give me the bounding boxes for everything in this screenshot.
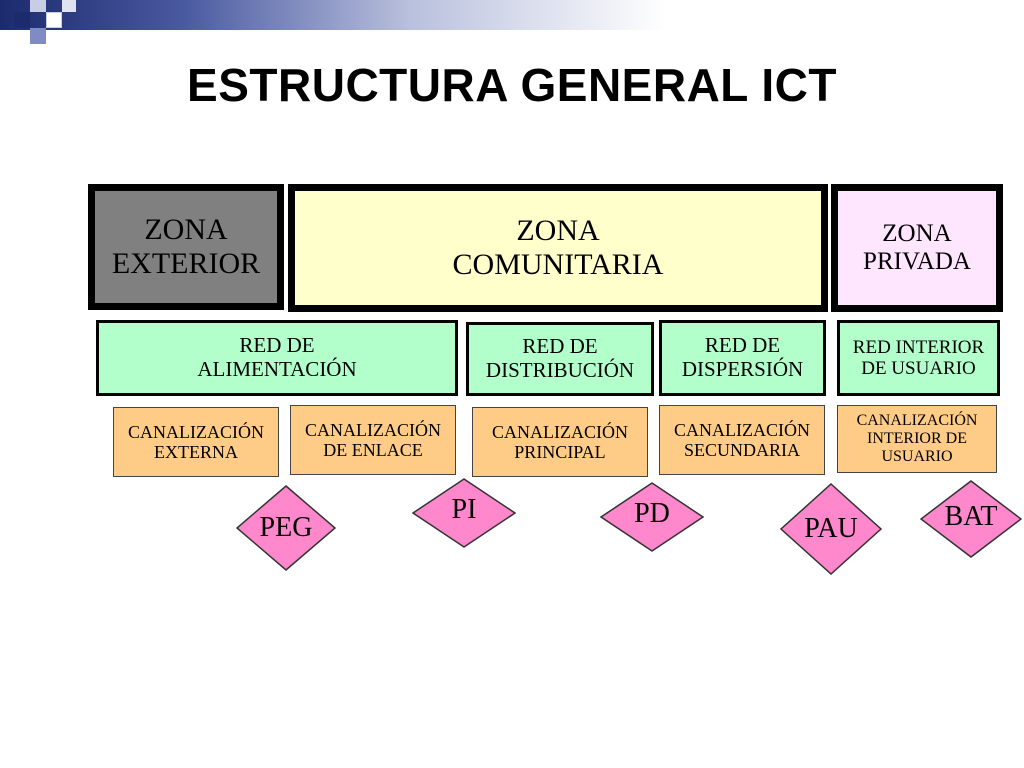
diamond-shape xyxy=(780,483,882,575)
zona-privada-line2: PRIVADA xyxy=(863,248,971,275)
zona-comunitaria-line1: ZONA xyxy=(516,214,600,248)
red-alimentacion-line2: ALIMENTACIÓN xyxy=(197,357,357,381)
zona-exterior-line2: EXTERIOR xyxy=(111,247,261,280)
punto-pi-diamond: PI xyxy=(412,478,516,548)
punto-pau-diamond: PAU xyxy=(780,483,882,575)
decorative-square xyxy=(46,12,62,28)
red-interior-line1: RED INTERIOR xyxy=(852,336,985,358)
punto-bat-label: BAT xyxy=(944,501,998,532)
red-dispersion-box: RED DE DISPERSIÓN xyxy=(659,320,826,396)
punto-pau-label: PAU xyxy=(804,513,858,544)
canalizacion-secundaria-box: CANALIZACIÓN SECUNDARIA xyxy=(659,405,825,475)
canalizacion-interior-line3: USUARIO xyxy=(881,447,953,465)
canalizacion-interior-line1: CANALIZACIÓN xyxy=(856,412,978,430)
red-distribucion-box: RED DE DISTRIBUCIÓN xyxy=(466,322,654,396)
red-interior-line2: DE USUARIO xyxy=(861,358,976,379)
canalizacion-interior-line2: INTERIOR DE xyxy=(867,430,967,448)
diamond-shape xyxy=(412,478,516,548)
zona-comunitaria-line2: COMUNITARIA xyxy=(452,248,664,281)
canalizacion-enlace-line2: DE ENLACE xyxy=(323,440,423,460)
canalizacion-principal-line2: PRINCIPAL xyxy=(514,442,606,462)
punto-pd-diamond: PD xyxy=(600,482,704,552)
canalizacion-principal-line1: CANALIZACIÓN xyxy=(492,421,628,442)
page-title: ESTRUCTURA GENERAL ICT xyxy=(187,59,837,111)
zona-privada-box: ZONA PRIVADA xyxy=(831,184,1003,312)
red-alimentacion-box: RED DE ALIMENTACIÓN xyxy=(96,320,458,396)
punto-peg-diamond: PEG xyxy=(236,485,336,571)
decorative-square xyxy=(30,28,46,44)
red-dispersion-line1: RED DE xyxy=(704,333,781,358)
decorative-square xyxy=(62,0,76,12)
header-decoration-bar xyxy=(0,0,1024,30)
punto-peg-label: PEG xyxy=(259,512,313,543)
diamond-shape xyxy=(600,482,704,552)
decorative-square xyxy=(30,0,46,12)
zona-privada-line1: ZONA xyxy=(882,220,952,247)
red-interior-usuario-box: RED INTERIOR DE USUARIO xyxy=(837,320,1000,396)
zona-comunitaria-box: ZONA COMUNITARIA xyxy=(288,184,828,312)
diamond-shape xyxy=(920,480,1022,558)
canalizacion-enlace-line1: CANALIZACIÓN xyxy=(305,419,441,440)
canalizacion-secundaria-line2: SECUNDARIA xyxy=(683,440,800,460)
canalizacion-externa-line1: CANALIZACIÓN xyxy=(128,421,264,442)
red-alimentacion-line1: RED DE xyxy=(239,333,315,358)
canalizacion-interior-usuario-box: CANALIZACIÓN INTERIOR DE USUARIO xyxy=(837,405,997,473)
canalizacion-enlace-box: CANALIZACIÓN DE ENLACE xyxy=(290,405,456,475)
decorative-square xyxy=(14,12,30,28)
red-distribucion-line1: RED DE xyxy=(522,334,598,359)
canalizacion-principal-box: CANALIZACIÓN PRINCIPAL xyxy=(472,407,648,477)
diamond-shape xyxy=(236,485,336,571)
punto-pd-label: PD xyxy=(634,498,670,529)
punto-bat-diamond: BAT xyxy=(920,480,1022,558)
zona-exterior-line1: ZONA xyxy=(144,213,228,247)
canalizacion-externa-line2: EXTERNA xyxy=(153,442,238,462)
zona-exterior-box: ZONA EXTERIOR xyxy=(88,184,284,310)
red-distribucion-line2: DISTRIBUCIÓN xyxy=(485,358,635,382)
red-dispersion-line2: DISPERSIÓN xyxy=(681,357,804,381)
canalizacion-secundaria-line1: CANALIZACIÓN xyxy=(674,419,810,440)
canalizacion-externa-box: CANALIZACIÓN EXTERNA xyxy=(113,407,279,477)
punto-pi-label: PI xyxy=(451,494,477,525)
